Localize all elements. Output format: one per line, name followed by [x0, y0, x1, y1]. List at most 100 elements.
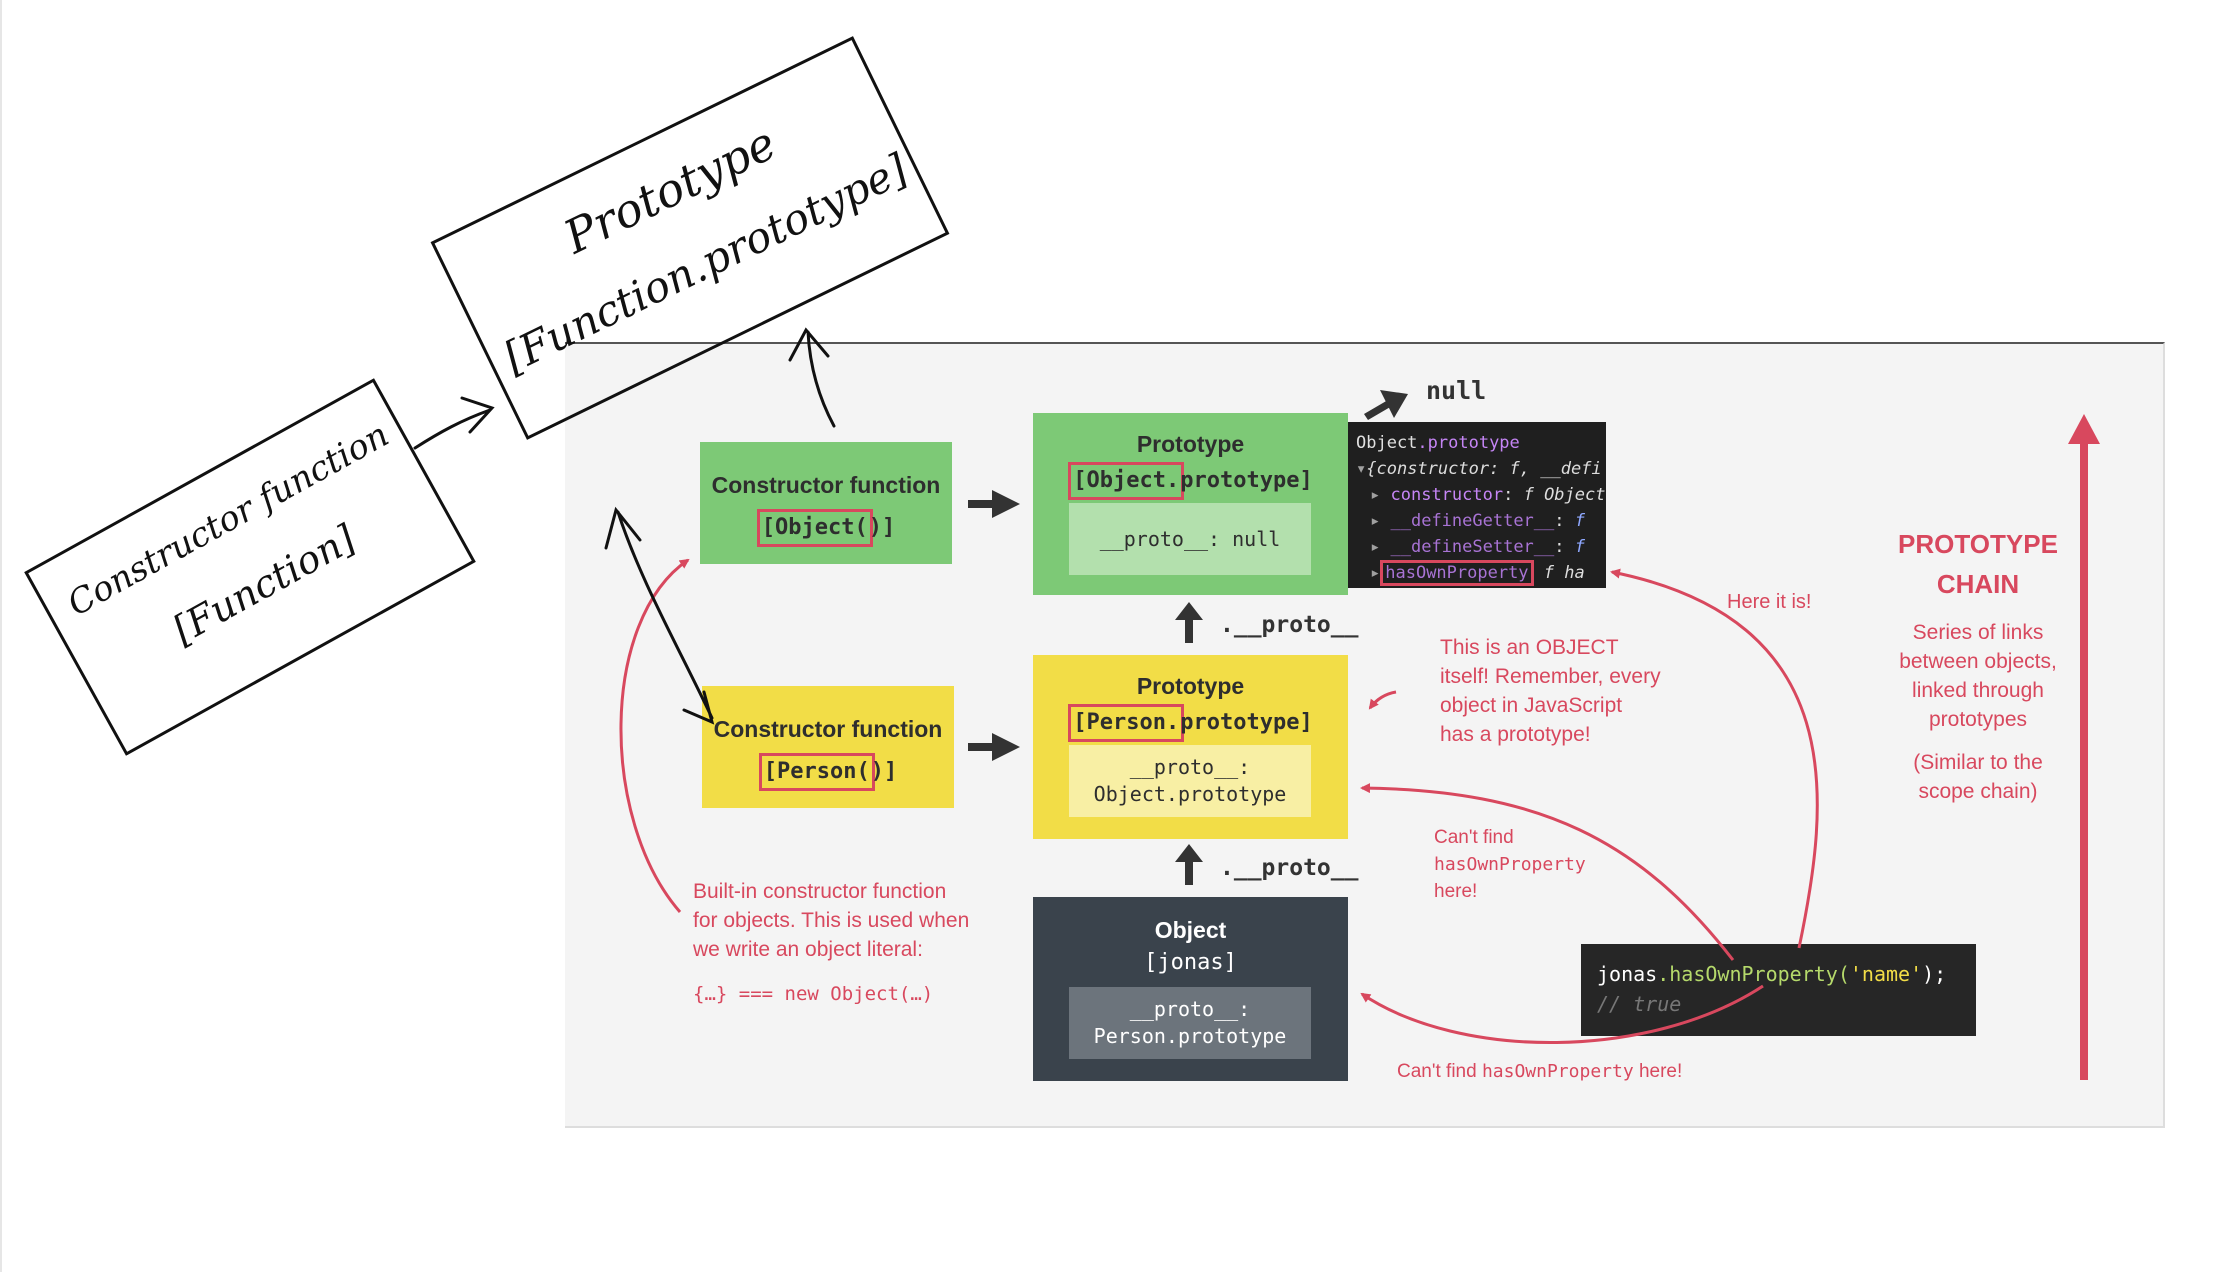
console-row-arrow-icon: ▸: [1370, 485, 1381, 505]
object-itself-line: object in JavaScript: [1440, 694, 1623, 717]
has-own-property-code-sample: jonas.hasOwnProperty('name'); // true: [1581, 944, 1976, 1036]
console-row-colon: :: [1554, 511, 1565, 531]
console-row-val: f Object: [1523, 485, 1606, 505]
object-prototype-box: Prototype [Object.prototype] __proto__: …: [1033, 413, 1348, 595]
person-prototype-rest: prototype]: [1180, 710, 1313, 735]
console-row-arrow-icon: ▸: [1370, 537, 1381, 557]
console-row-val: f: [1574, 537, 1586, 557]
cant-find-1-arrow: [1360, 783, 1735, 961]
code-sample-obj: jonas: [1597, 962, 1658, 986]
console-row-hasownproperty[interactable]: ▸hasOwnProperty f ha: [1356, 560, 1606, 586]
handwritten-arrow-double: [604, 506, 715, 725]
object-constructor-rest: )]: [868, 515, 896, 540]
cant-find-1-line: Can't find: [1434, 827, 1514, 848]
handwritten-arrow-up: [788, 327, 836, 428]
proto-link-label-upper: .__proto__: [1220, 612, 1359, 638]
code-sample-end: );: [1922, 962, 1947, 986]
prototype-chain-title-line1: PROTOTYPE: [1898, 529, 2058, 559]
prototype-chain-desc-line: linked through: [1912, 679, 2044, 702]
person-prototype-box: Prototype [Person.prototype] __proto__: …: [1033, 655, 1348, 839]
console-hasownproperty-highlight: hasOwnProperty: [1380, 560, 1534, 586]
person-constructor-title: Constructor function: [713, 716, 943, 742]
object-itself-arrow: [1368, 690, 1397, 710]
person-prototype-name: [Person.prototype]: [1033, 704, 1348, 742]
proto-up-arrow-lower: [1175, 844, 1203, 885]
person-prototype-proto-line2: Object.prototype: [1093, 782, 1287, 806]
builtin-annotation-arrow: [619, 558, 690, 913]
code-sample-comment: // true: [1597, 992, 1682, 1016]
constructor-to-prototype-arrow-person: [968, 733, 1020, 761]
console-row-key: __defineSetter__: [1390, 537, 1555, 557]
builtin-line: Built-in constructor function: [693, 880, 947, 903]
object-itself-line: itself! Remember, every: [1440, 665, 1661, 688]
prototype-chain-up-arrow: [2068, 414, 2100, 1080]
console-row-definegetter[interactable]: ▸ __defineGetter__: f: [1356, 508, 1606, 534]
prototype-chain-desc-line: prototypes: [1928, 708, 2028, 731]
console-row-val: f ha: [1543, 563, 1585, 583]
console-row-arrow-icon: ▸: [1370, 563, 1381, 583]
console-row-key: hasOwnProperty: [1385, 563, 1529, 583]
code-sample-line1: jonas.hasOwnProperty('name');: [1597, 959, 1976, 989]
console-row-key: __defineGetter__: [1390, 511, 1555, 531]
console-header-rest: .prototype: [1417, 433, 1520, 453]
person-constructor-highlight: [Person(: [758, 753, 875, 791]
jonas-object-proto: __proto__: Person.prototype: [1069, 987, 1311, 1059]
object-prototype-highlight: [Object.: [1068, 462, 1185, 500]
person-constructor-box: Constructor function [Person()]: [702, 686, 954, 808]
person-prototype-proto: __proto__: Object.prototype: [1069, 745, 1311, 817]
cant-find-annotation-2: Can't find hasOwnProperty here!: [1397, 1061, 1682, 1083]
cant-find-1-code: hasOwnProperty: [1434, 854, 1586, 875]
object-prototype-title: Prototype: [1136, 431, 1245, 457]
here-it-is-annotation: Here it is!: [1727, 591, 1812, 613]
jonas-object-title: Object: [1154, 917, 1227, 943]
cant-find-2-arrow: [1360, 984, 1764, 1044]
console-row-definesetter[interactable]: ▸ __defineSetter__: f: [1356, 534, 1606, 560]
console-row-arrow-icon: ▸: [1370, 511, 1381, 531]
console-row-key: constructor: [1390, 485, 1504, 505]
object-prototype-rest: prototype]: [1180, 468, 1313, 493]
object-constructor-title: Constructor function: [711, 472, 941, 498]
cant-find-2-code: hasOwnProperty: [1481, 1061, 1634, 1082]
cant-find-1-line: here!: [1434, 881, 1478, 902]
cant-find-annotation-1: Can't find hasOwnProperty here!: [1434, 824, 1586, 905]
constructor-to-prototype-arrow-object: [968, 490, 1020, 518]
prototype-chain-description: Series of links between objects, linked …: [1858, 618, 2098, 806]
object-itself-line: has a prototype!: [1440, 723, 1591, 746]
object-constructor-highlight: [Object(: [756, 509, 873, 547]
object-constructor-box: Constructor function [Object()]: [700, 442, 952, 564]
console-row-constructor[interactable]: ▸ constructor: f Object: [1356, 482, 1606, 508]
builtin-line: we write an object literal:: [693, 938, 923, 961]
proto-link-label-lower: .__proto__: [1220, 855, 1359, 881]
prototype-chain-title: PROTOTYPE CHAIN: [1858, 524, 2098, 604]
handwritten-arrow-to-prototype: [413, 396, 495, 450]
code-sample-method: .hasOwnProperty(: [1657, 962, 1850, 986]
console-line1-text: {constructor: f, __defi: [1366, 459, 1602, 479]
console-row-val: f: [1574, 511, 1586, 531]
object-constructor-name: [Object()]: [700, 509, 952, 547]
person-prototype-highlight: [Person.: [1068, 704, 1185, 742]
object-prototype-console: Object.prototype ▾{constructor: f, __def…: [1348, 422, 1606, 588]
builtin-constructor-annotation: Built-in constructor function for object…: [693, 877, 969, 1009]
here-it-is-arrow: [1610, 568, 1819, 949]
person-constructor-rest: )]: [870, 759, 898, 784]
object-prototype-name: [Object.prototype]: [1033, 462, 1348, 500]
cant-find-2-post: here!: [1633, 1061, 1683, 1082]
person-prototype-title: Prototype: [1136, 673, 1245, 699]
jonas-object-proto-line1: __proto__:: [1129, 997, 1251, 1021]
builtin-code: {…} === new Object(…): [693, 983, 934, 1005]
builtin-line: for objects. This is used when: [693, 909, 970, 932]
console-header-object: Object: [1356, 433, 1418, 453]
console-row-colon: :: [1503, 485, 1514, 505]
jonas-object-box: Object [jonas] __proto__: Person.prototy…: [1033, 897, 1348, 1081]
page-left-border: [0, 0, 2, 1272]
jonas-object-name: [jonas]: [1144, 950, 1237, 975]
null-arrow: [1364, 390, 1408, 420]
console-expand-icon[interactable]: ▾: [1356, 459, 1367, 479]
console-header: Object.prototype: [1356, 430, 1606, 456]
prototype-chain-title-line2: CHAIN: [1936, 569, 2020, 599]
person-prototype-proto-line1: __proto__:: [1129, 755, 1251, 779]
null-label: null: [1426, 376, 1487, 405]
console-row-colon: :: [1554, 537, 1565, 557]
prototype-chain-note-line: (Similar to the: [1913, 751, 2043, 774]
